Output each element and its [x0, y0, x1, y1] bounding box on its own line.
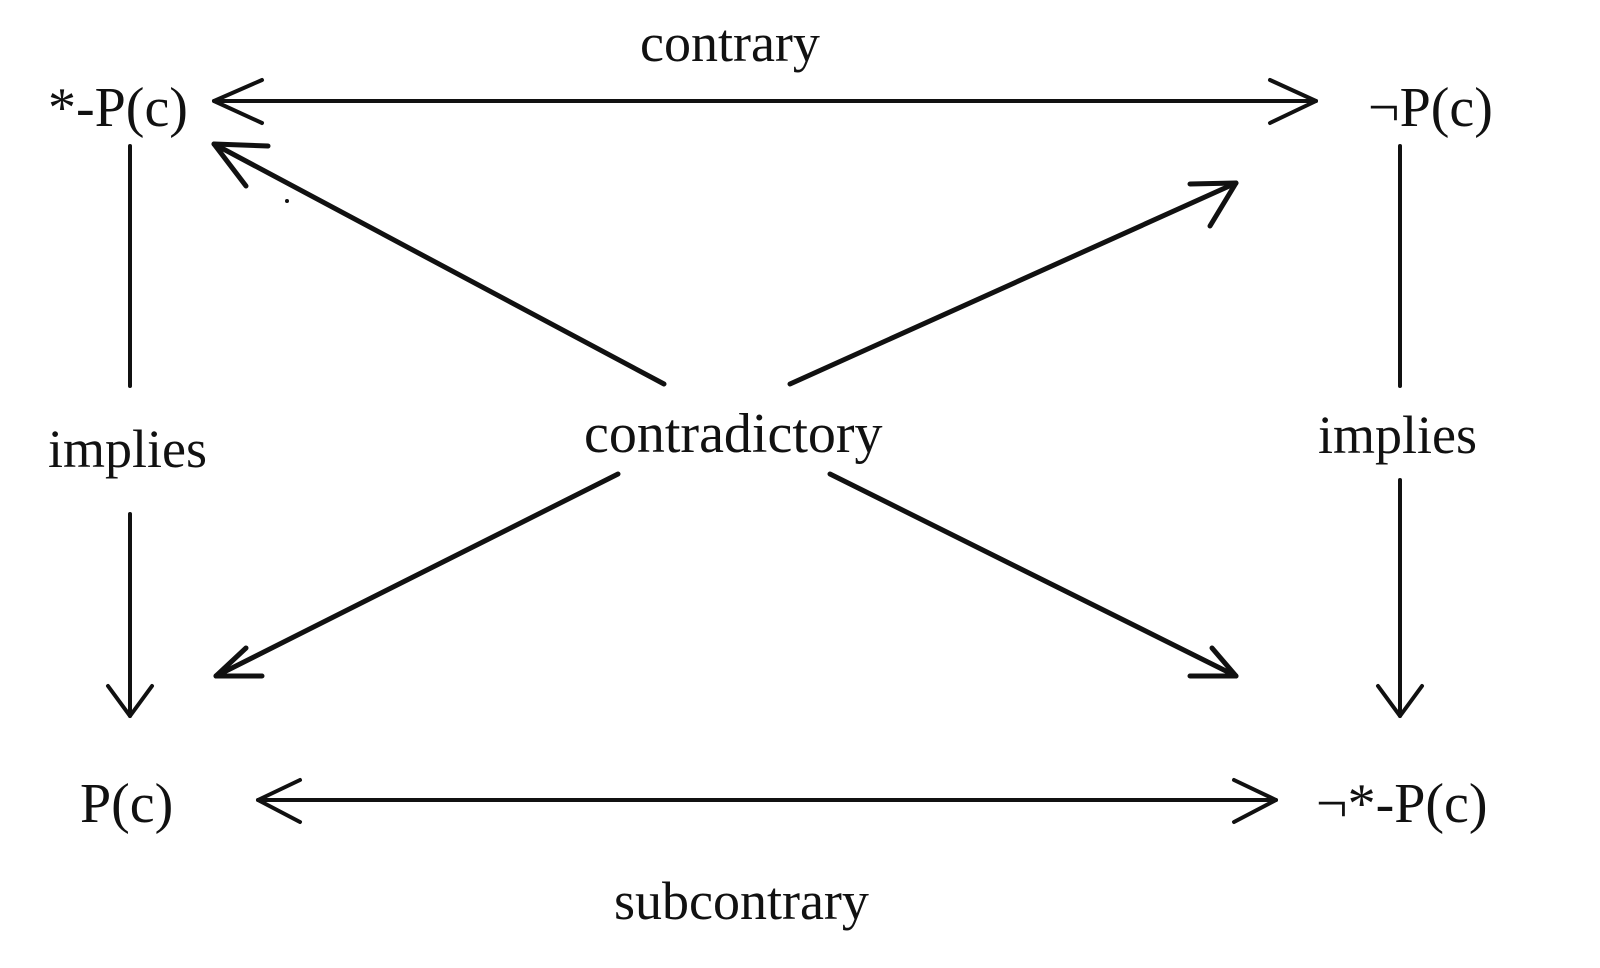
node-bottom-left: P(c)	[80, 773, 174, 835]
contradictory-arrow-bottom-right	[827, 471, 1239, 679]
contradictory-arrowhead-bottom-left	[213, 645, 265, 679]
contrary-arrowhead-right	[1268, 78, 1318, 125]
label-contradictory: contradictory	[584, 403, 883, 465]
implies-right-arrowhead	[1376, 684, 1424, 718]
print-speck	[285, 199, 289, 203]
contradictory-shaft-top-left	[211, 141, 667, 387]
contradictory-shaft-top-right	[787, 180, 1239, 387]
node-top-left: *-P(c)	[48, 77, 188, 139]
node-top-right: ¬P(c)	[1368, 77, 1493, 139]
node-bottom-right: ¬*-P(c)	[1316, 773, 1488, 835]
contrary-arrow	[212, 78, 1318, 125]
subcontrary-arrow	[256, 778, 1278, 824]
label-subcontrary: subcontrary	[614, 871, 869, 931]
label-contrary: contrary	[640, 13, 820, 73]
contradictory-arrow-top-left	[211, 141, 667, 387]
implies-left-arrow	[106, 144, 154, 718]
contradictory-shaft-bottom-right	[827, 471, 1239, 679]
label-implies-right: implies	[1318, 405, 1477, 465]
contradictory-arrowhead-bottom-right	[1187, 645, 1239, 679]
contradictory-shaft-bottom-left	[213, 471, 621, 679]
contradictory-arrow-bottom-left	[213, 471, 621, 679]
subcontrary-arrowhead-right	[1232, 778, 1278, 824]
contrary-arrowhead-left	[212, 78, 264, 125]
contradictory-arrow-top-right	[787, 180, 1239, 387]
contradictory-arrowhead-top-left	[211, 141, 271, 189]
implies-right-arrow	[1376, 144, 1424, 718]
label-implies-left: implies	[48, 419, 207, 479]
contradictory-arrowhead-top-right	[1187, 180, 1239, 229]
implies-left-arrowhead	[106, 684, 154, 718]
subcontrary-arrowhead-left	[256, 778, 302, 824]
